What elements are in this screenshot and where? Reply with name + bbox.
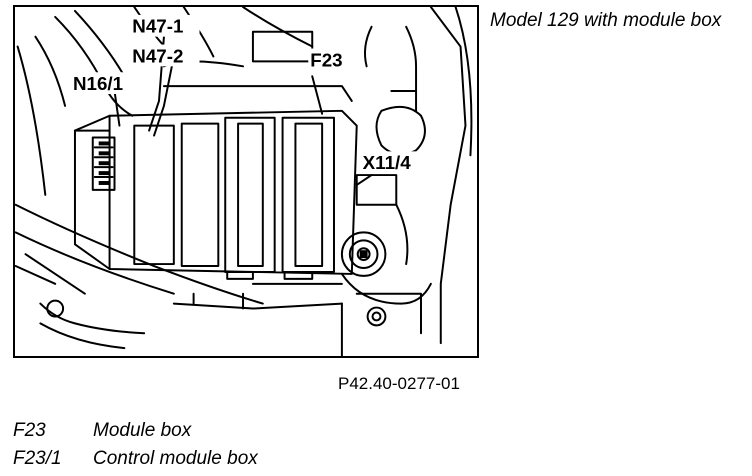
legend-code: F23 xyxy=(13,420,46,441)
figure-caption: Model 129 with module box xyxy=(490,10,722,31)
legend-row: F23 Module box xyxy=(13,419,258,447)
legend: F23 Module box F23/1 Control module box xyxy=(13,419,258,475)
legend-row: F23/1 Control module box xyxy=(13,447,258,475)
label-n47-2: N47-2 xyxy=(132,45,183,66)
label-x11-4: X11/4 xyxy=(363,152,412,173)
module-box-drawing: N47-1 N47-2 N16/1 F23 X11/4 xyxy=(15,7,473,356)
legend-code: F23/1 xyxy=(13,448,62,469)
label-n47-1: N47-1 xyxy=(132,16,183,37)
legend-description: Module box xyxy=(93,420,192,441)
legend-description: Control module box xyxy=(93,448,258,469)
label-n16-1: N16/1 xyxy=(73,73,123,94)
engine-compartment-illustration: N47-1 N47-2 N16/1 F23 X11/4 xyxy=(13,5,479,358)
figure-id: P42.40-0277-01 xyxy=(338,374,460,393)
label-f23: F23 xyxy=(310,49,342,70)
